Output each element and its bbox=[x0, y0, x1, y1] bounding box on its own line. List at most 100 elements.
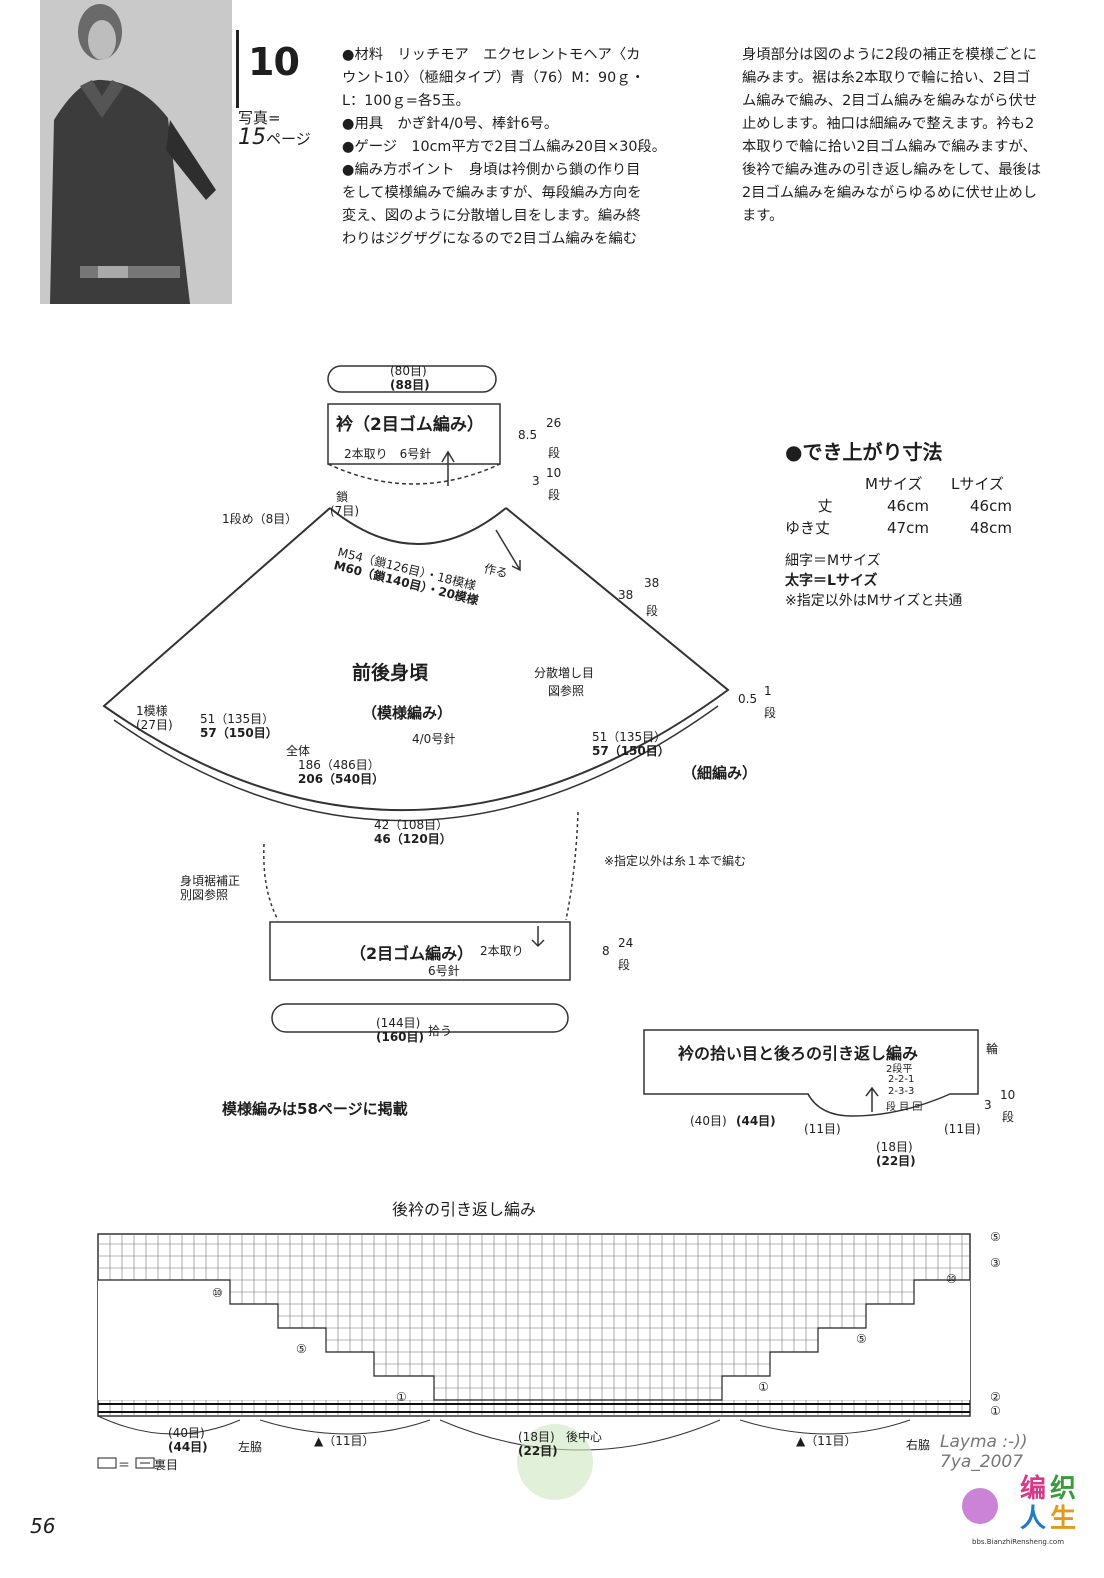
collar-yarn: 2本取り 6号針 bbox=[344, 447, 432, 461]
chart-bottom-left-m: (40目) bbox=[168, 1426, 205, 1440]
size-value-m: 46cm bbox=[887, 497, 929, 515]
arrow-up-icon bbox=[441, 450, 455, 486]
instruction-line: 止めします。袖口は細編みで整えます。衿も2 bbox=[742, 116, 1035, 132]
chart-center-m: (18目) bbox=[518, 1430, 555, 1444]
neck-curve bbox=[329, 507, 507, 545]
signature-line-2: 7ya_2007 bbox=[940, 1452, 1024, 1472]
collar-step-2: 2-2-1 bbox=[888, 1074, 915, 1085]
chart-bottom-brackets bbox=[97, 1415, 911, 1451]
photo-page-reference: 写真= 15ページ bbox=[238, 108, 311, 149]
signature: Layma :-)) 7ya_2007 bbox=[940, 1432, 1027, 1472]
total-m: 186（486目） bbox=[298, 758, 380, 772]
collar-pickup-outline bbox=[327, 365, 497, 393]
hem-pickup-outline bbox=[271, 1003, 569, 1033]
band-height: 8 bbox=[602, 944, 610, 958]
size-value-l: 48cm bbox=[970, 519, 1012, 537]
size-row-label: ゆき丈 bbox=[785, 519, 831, 537]
brand-logo: 编织 人生 bbox=[1018, 1474, 1078, 1534]
collar-detail-left: (40目) bbox=[690, 1114, 727, 1128]
left-width-l: 57（150目） bbox=[200, 726, 278, 740]
collar-rows-2: 10 bbox=[546, 466, 562, 480]
size-value-m: 47cm bbox=[887, 519, 929, 537]
brand-char-1: 编 bbox=[1019, 1474, 1046, 1504]
chart-marker: ⑤ bbox=[990, 1230, 1001, 1244]
right-width-l: 57（150目） bbox=[592, 744, 670, 758]
pickup-l: (160目) bbox=[376, 1030, 425, 1044]
band-rows: 24 bbox=[618, 936, 634, 950]
chart-marker: ⑤ bbox=[856, 1332, 867, 1346]
chart-base-rows bbox=[98, 1403, 970, 1413]
legend-box-purl bbox=[135, 1457, 155, 1469]
band-needle: 6号針 bbox=[428, 964, 460, 978]
collar-step-4: 段 目 回 bbox=[886, 1102, 923, 1113]
instruction-line: ●編み方ポイント 身頃は衿側から鎖の作り目 bbox=[342, 162, 641, 178]
arrow-down-icon bbox=[531, 926, 545, 948]
side-length: 38 bbox=[618, 588, 634, 602]
yarn-ball-icon bbox=[962, 1488, 998, 1524]
dist-ref: 図参照 bbox=[548, 684, 585, 698]
collar-step-1: 2段平 bbox=[886, 1064, 913, 1075]
chart-center-back: 後中心 bbox=[566, 1430, 603, 1444]
instruction-line: 編みます。裾は糸2本取りで輪に拾い、2目ゴ bbox=[742, 70, 1031, 86]
right-width-m: 51（135目） bbox=[592, 730, 667, 744]
collar-detail-height: 3 bbox=[984, 1098, 992, 1112]
pattern-number: 10 bbox=[248, 40, 300, 84]
band-label: （2目ゴム編み） bbox=[350, 944, 474, 963]
right-seam bbox=[505, 507, 729, 691]
instructions-right: 身頃部分は図のように2段の補正を模様ごとに 編みます。裾は糸2本取りで輪に拾い、… bbox=[742, 44, 1087, 228]
collar-top-m: (80目) bbox=[390, 364, 427, 378]
side-rows: 38 bbox=[644, 576, 660, 590]
pattern-reference: 模様編みは58ページに掲載 bbox=[222, 1100, 408, 1118]
collar-detail-side-left: (11目) bbox=[804, 1122, 841, 1136]
collar-detail-round: 輪 bbox=[986, 1042, 999, 1056]
collar-rows-1: 26 bbox=[546, 416, 562, 430]
dist-inc: 分散増し目 bbox=[534, 666, 595, 680]
corner-length: 0.5 bbox=[738, 692, 758, 706]
chart-legend: ＝ 裏目 bbox=[118, 1458, 179, 1472]
one-pattern: 1模様 bbox=[136, 704, 168, 718]
chart-right-side: 右脇 bbox=[906, 1438, 931, 1452]
chain-label: 鎖 bbox=[336, 490, 349, 504]
chart-bottom-left-l: (44目) bbox=[168, 1440, 208, 1454]
size-title: ●でき上がり寸法 bbox=[785, 440, 943, 464]
collar-detail-box bbox=[643, 1029, 979, 1117]
chart-marker: ② bbox=[990, 1390, 1001, 1404]
instruction-line: 本取りで輪に拾い2目ゴム編みで編みますが、 bbox=[742, 139, 1037, 155]
watermark-icon bbox=[517, 1424, 593, 1500]
chart-center-l: (22目) bbox=[518, 1444, 558, 1458]
collar-detail-left-l: (44目) bbox=[736, 1114, 776, 1128]
collar-detail-center-m: (18目) bbox=[876, 1140, 913, 1154]
instruction-line: L：100ｇ=各5玉。 bbox=[342, 93, 470, 109]
pickup-word: 拾う bbox=[428, 1024, 453, 1038]
chart-marker: ① bbox=[990, 1404, 1001, 1418]
connector-left bbox=[263, 843, 279, 921]
connector-right bbox=[565, 811, 579, 921]
collar-label: 衿（2目ゴム編み） bbox=[336, 415, 484, 435]
corner-rows-unit: 段 bbox=[764, 706, 777, 720]
corner-rows: 1 bbox=[764, 684, 772, 698]
number-rule bbox=[236, 30, 239, 108]
instruction-line: 後衿で編み進みの引き返し編みをして、最後は bbox=[742, 162, 1042, 178]
chart-marker: ⑤ bbox=[296, 1342, 307, 1356]
chart-unworked-area bbox=[98, 1280, 970, 1400]
instruction-line: ム編みで編み、2目ゴム編みを編みながら伏せ bbox=[742, 93, 1038, 109]
hem-width-m: 42（108目） bbox=[374, 818, 449, 832]
hem-correction: 身頃裾補正 bbox=[180, 874, 241, 888]
chart-title: 後衿の引き返し編み bbox=[392, 1200, 537, 1219]
band-rows-unit: 段 bbox=[618, 958, 631, 972]
chart-marker: ① bbox=[396, 1390, 407, 1404]
chart-short-row-steps bbox=[98, 1279, 970, 1401]
instruction-line: ●材料 リッチモア エクセレントモヘア〈カ bbox=[342, 47, 641, 63]
instruction-line: 変え、図のように分散増し目をします。編み終 bbox=[342, 208, 641, 224]
hem-band bbox=[269, 921, 571, 981]
chart-marker: ③ bbox=[990, 1256, 1001, 1270]
total-label: 全体 bbox=[286, 744, 311, 758]
hem-inner-line bbox=[113, 705, 719, 822]
size-note-m: 細字＝Mサイズ bbox=[785, 553, 881, 569]
photo-label: 写真= bbox=[238, 109, 281, 127]
collar-detail-rows-unit: 段 bbox=[1002, 1110, 1015, 1124]
collar-rows-1-unit: 段 bbox=[548, 446, 561, 460]
collar-top-l: (88目) bbox=[390, 378, 430, 392]
chain-count: (7目) bbox=[330, 504, 359, 518]
collar-detail-side-right: (11目) bbox=[944, 1122, 981, 1136]
